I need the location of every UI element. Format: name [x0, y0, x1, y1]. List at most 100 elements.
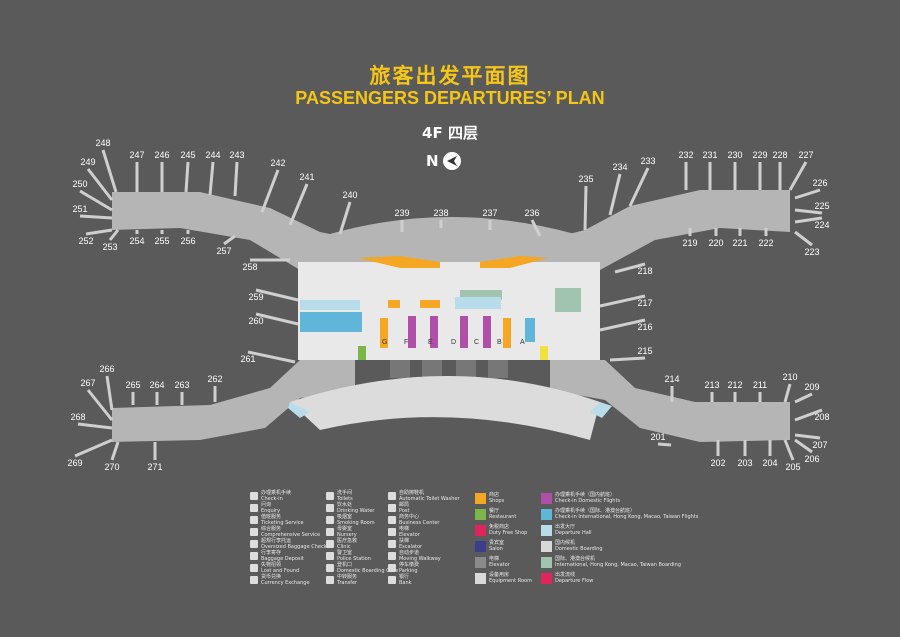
legend-en: Moving Walkway: [399, 556, 441, 562]
gate-bridge-242: [260, 169, 280, 213]
gate-252: 252: [78, 236, 93, 246]
legend-en: Equipment Room: [489, 578, 532, 584]
service-icon: [250, 540, 258, 548]
gate-bridge-260: [255, 312, 299, 326]
service-icon: [326, 504, 334, 512]
legend-cn: 饮水处: [337, 502, 353, 508]
gate-bridge-216: [599, 318, 646, 332]
color-swatch: [475, 524, 486, 536]
gate-268: 268: [70, 412, 85, 422]
gate-bridge-218: [614, 262, 646, 274]
legend-en: Automatic Toilet Washer: [399, 496, 460, 502]
gate-223: 223: [804, 247, 819, 257]
legend-en: Elevator: [489, 562, 510, 568]
legend-en: Business Center: [399, 520, 440, 526]
gate-220: 220: [708, 238, 723, 248]
gate-bridge-206: [794, 438, 813, 454]
color-swatch: [541, 524, 552, 536]
service-icon: [250, 492, 258, 500]
legend-en: Domestic Boarding: [555, 546, 603, 552]
legend-cn: 银行: [399, 574, 410, 580]
gate-bridge-210: [783, 383, 792, 403]
gate-230: 230: [727, 150, 742, 160]
legend-cn: 中转服务: [337, 574, 358, 580]
title-cn: 旅客出发平面图: [369, 64, 531, 88]
color-swatch: [475, 572, 486, 584]
gate-258: 258: [242, 262, 257, 272]
gate-236: 236: [524, 208, 539, 218]
color-swatch: [475, 556, 486, 568]
gate-204: 204: [762, 458, 777, 468]
gate-222: 222: [758, 238, 773, 248]
service-icon: [388, 492, 396, 500]
gate-227: 227: [798, 150, 813, 160]
gate-247: 247: [129, 150, 144, 160]
legend-en: Bank: [399, 580, 412, 586]
gate-260: 260: [248, 316, 263, 326]
gate-bridge-241: [288, 183, 309, 226]
gate-250: 250: [72, 179, 87, 189]
color-swatch: [475, 540, 486, 552]
gate-237: 237: [482, 208, 497, 218]
gate-bridge-259: [255, 288, 299, 302]
north-indicator: N: [426, 152, 461, 170]
legend-en: Parking: [399, 568, 418, 574]
counter-C: C: [474, 339, 479, 346]
gate-248: 248: [95, 138, 110, 148]
service-icon: [250, 504, 258, 512]
gate-266: 266: [99, 364, 114, 374]
gate-215: 215: [637, 346, 652, 356]
gate-bridge-227: [788, 161, 808, 191]
gate-bridge-250: [79, 189, 113, 212]
gate-bridge-257: [223, 234, 236, 246]
gate-bridge-248: [101, 149, 118, 193]
legend-en: Smoking Room: [337, 520, 375, 526]
counter-A: A: [520, 339, 525, 346]
gate-212: 212: [727, 380, 742, 390]
service-icon: [250, 528, 258, 536]
legend-en: Nursery: [337, 532, 357, 538]
service-icon: [250, 564, 258, 572]
legend-cn: 货币兑换: [261, 574, 282, 580]
legend-cn: 超规行李托运: [261, 538, 292, 544]
gate-bridge-224: [794, 216, 823, 224]
gate-bridge-245: [184, 161, 190, 193]
gate-bridge-234: [608, 173, 622, 216]
legend-en: Drinking Water: [337, 508, 375, 514]
color-swatch: [541, 492, 552, 504]
gate-203: 203: [737, 458, 752, 468]
gate-261: 261: [240, 354, 255, 364]
gate-249: 249: [80, 157, 95, 167]
legend-cn: 问询: [261, 502, 272, 508]
color-swatch: [541, 508, 552, 520]
gate-207: 207: [812, 440, 827, 450]
legend-en: Duty Free Shop: [489, 530, 528, 536]
color-swatch: [475, 508, 486, 520]
legend-cn: 登机口: [337, 562, 353, 568]
legend-en: Restaurant: [489, 514, 517, 520]
legend-en: Elevator: [399, 532, 420, 538]
gate-bridge-201: [657, 442, 672, 447]
gate-bridge-225: [794, 208, 823, 215]
gate-246: 246: [154, 150, 169, 160]
legend-cn: 邮局: [399, 502, 410, 508]
gate-bridge-226: [794, 188, 821, 200]
gate-243: 243: [229, 150, 244, 160]
legend-en: Lost and Found: [261, 568, 300, 574]
